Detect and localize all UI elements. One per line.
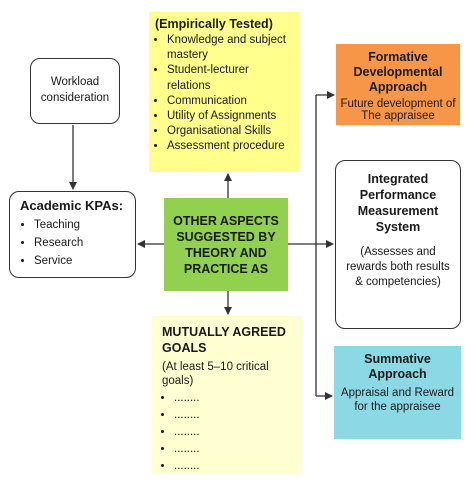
tested-item: Utility of Assignments bbox=[167, 109, 293, 124]
summative-desc: Appraisal and Reward for the appraisee bbox=[340, 387, 455, 413]
integrated-title: Integrated Performance Measurement Syste… bbox=[357, 172, 439, 234]
goal-item: ........ bbox=[174, 441, 292, 458]
kpa-item: Research bbox=[34, 234, 125, 252]
empirically-tested-box: (Empirically Tested) Knowledge and subje… bbox=[149, 12, 299, 172]
goals-subtitle: (At least 5–10 critical goals) bbox=[162, 361, 269, 387]
formative-desc: Future development of The appraisee bbox=[340, 98, 456, 122]
tested-item: Organisational Skills bbox=[167, 124, 293, 139]
workload-label: Workload consideration bbox=[40, 76, 110, 104]
tested-item: Assessment procedure bbox=[167, 139, 293, 154]
integrated-system-box: Integrated Performance Measurement Syste… bbox=[335, 160, 461, 329]
goal-item: ........ bbox=[174, 407, 292, 424]
kpa-item: Service bbox=[34, 252, 125, 270]
summative-title: Summative Approach bbox=[364, 352, 431, 381]
integrated-desc: (Assesses and rewards both results & com… bbox=[346, 246, 450, 288]
mutually-agreed-goals-box: MUTUALLY AGREED GOALS (At least 5–10 cri… bbox=[152, 316, 302, 474]
workload-box: Workload consideration bbox=[30, 58, 120, 124]
other-aspects-label: OTHER ASPECTS SUGGESTED BY THEORY AND PR… bbox=[173, 213, 279, 276]
academic-kpas-box: Academic KPAs: Teaching Research Service bbox=[9, 191, 136, 278]
summative-approach-box: Summative Approach Appraisal and Reward … bbox=[334, 346, 461, 439]
kpa-title: Academic KPAs: bbox=[20, 198, 124, 213]
goal-item: ........ bbox=[174, 424, 292, 441]
other-aspects-box: OTHER ASPECTS SUGGESTED BY THEORY AND PR… bbox=[164, 198, 288, 291]
formative-approach-box: Formative Developmental Approach Future … bbox=[336, 44, 460, 125]
tested-title: (Empirically Tested) bbox=[155, 17, 273, 31]
kpa-item: Teaching bbox=[34, 216, 125, 234]
goals-title: MUTUALLY AGREED GOALS bbox=[162, 325, 286, 355]
goal-item: ........ bbox=[174, 458, 292, 475]
formative-title: Formative Developmental Approach bbox=[353, 50, 443, 94]
tested-item: Student-lecturer relations bbox=[167, 63, 293, 93]
goal-item: ........ bbox=[174, 390, 292, 407]
tested-item: Knowledge and subject mastery bbox=[167, 33, 293, 63]
tested-item: Communication bbox=[167, 94, 293, 109]
